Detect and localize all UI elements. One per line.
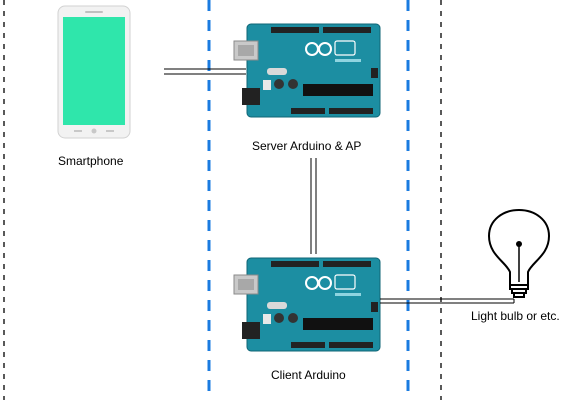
server-arduino-board <box>233 23 381 118</box>
server-client-link <box>310 158 317 254</box>
client-arduino-board <box>233 257 381 352</box>
server-arduino-label: Server Arduino & AP <box>252 139 362 153</box>
client-bulb-link <box>380 298 515 304</box>
smartphone-label: Smartphone <box>58 154 124 168</box>
smartphone-icon <box>57 5 131 139</box>
light-bulb-label: Light bulb or etc. <box>471 309 560 323</box>
phone-server-link <box>164 68 246 75</box>
light-bulb-icon <box>487 208 551 298</box>
client-arduino-label: Client Arduino <box>271 368 346 382</box>
